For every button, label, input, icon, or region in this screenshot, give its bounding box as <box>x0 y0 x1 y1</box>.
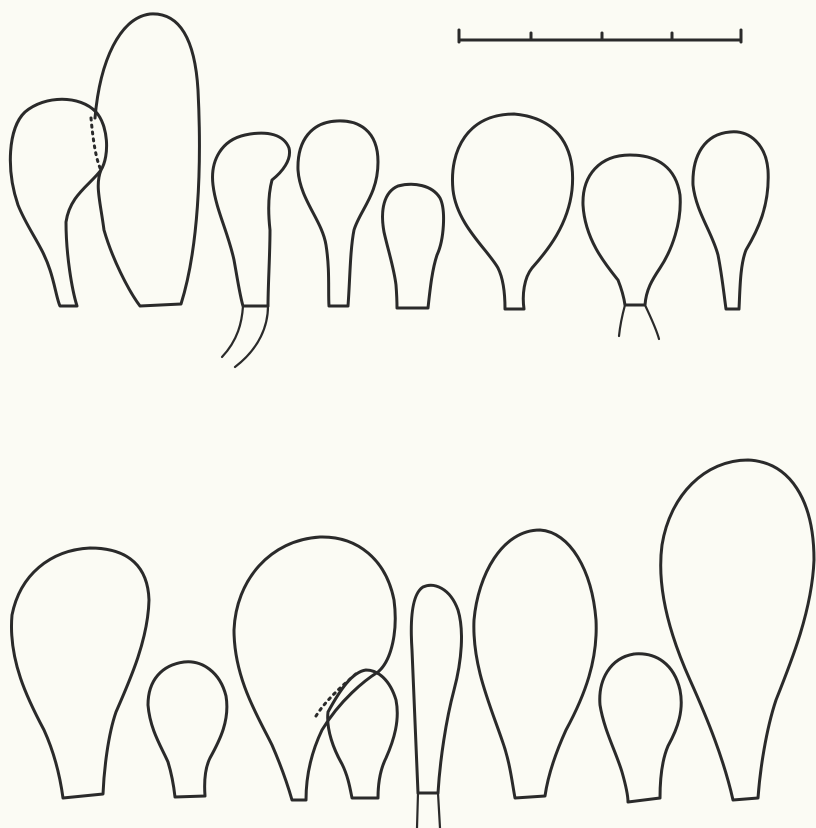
stalk <box>235 306 268 367</box>
cystidium <box>474 530 596 798</box>
cystidium <box>234 537 395 800</box>
top-row <box>10 14 768 367</box>
stalk <box>619 305 625 336</box>
bottom-row <box>11 460 814 828</box>
cystidium <box>11 548 149 798</box>
cystidium <box>95 14 199 306</box>
cystidium <box>213 133 290 306</box>
scale-bar <box>459 30 741 42</box>
cystidium <box>452 114 572 309</box>
cystidium <box>583 155 680 305</box>
overlap-outline <box>91 118 101 170</box>
cystidium <box>10 99 106 306</box>
cystidium <box>148 662 227 797</box>
stalk <box>417 793 418 828</box>
cystidium <box>411 585 461 793</box>
cystidium <box>600 654 681 802</box>
stalk <box>645 305 659 339</box>
cystidium <box>693 132 768 309</box>
cystidium <box>383 184 444 308</box>
stalk <box>222 306 243 357</box>
stalk <box>438 793 440 828</box>
cystidium <box>661 460 814 800</box>
cystidium <box>298 121 378 306</box>
